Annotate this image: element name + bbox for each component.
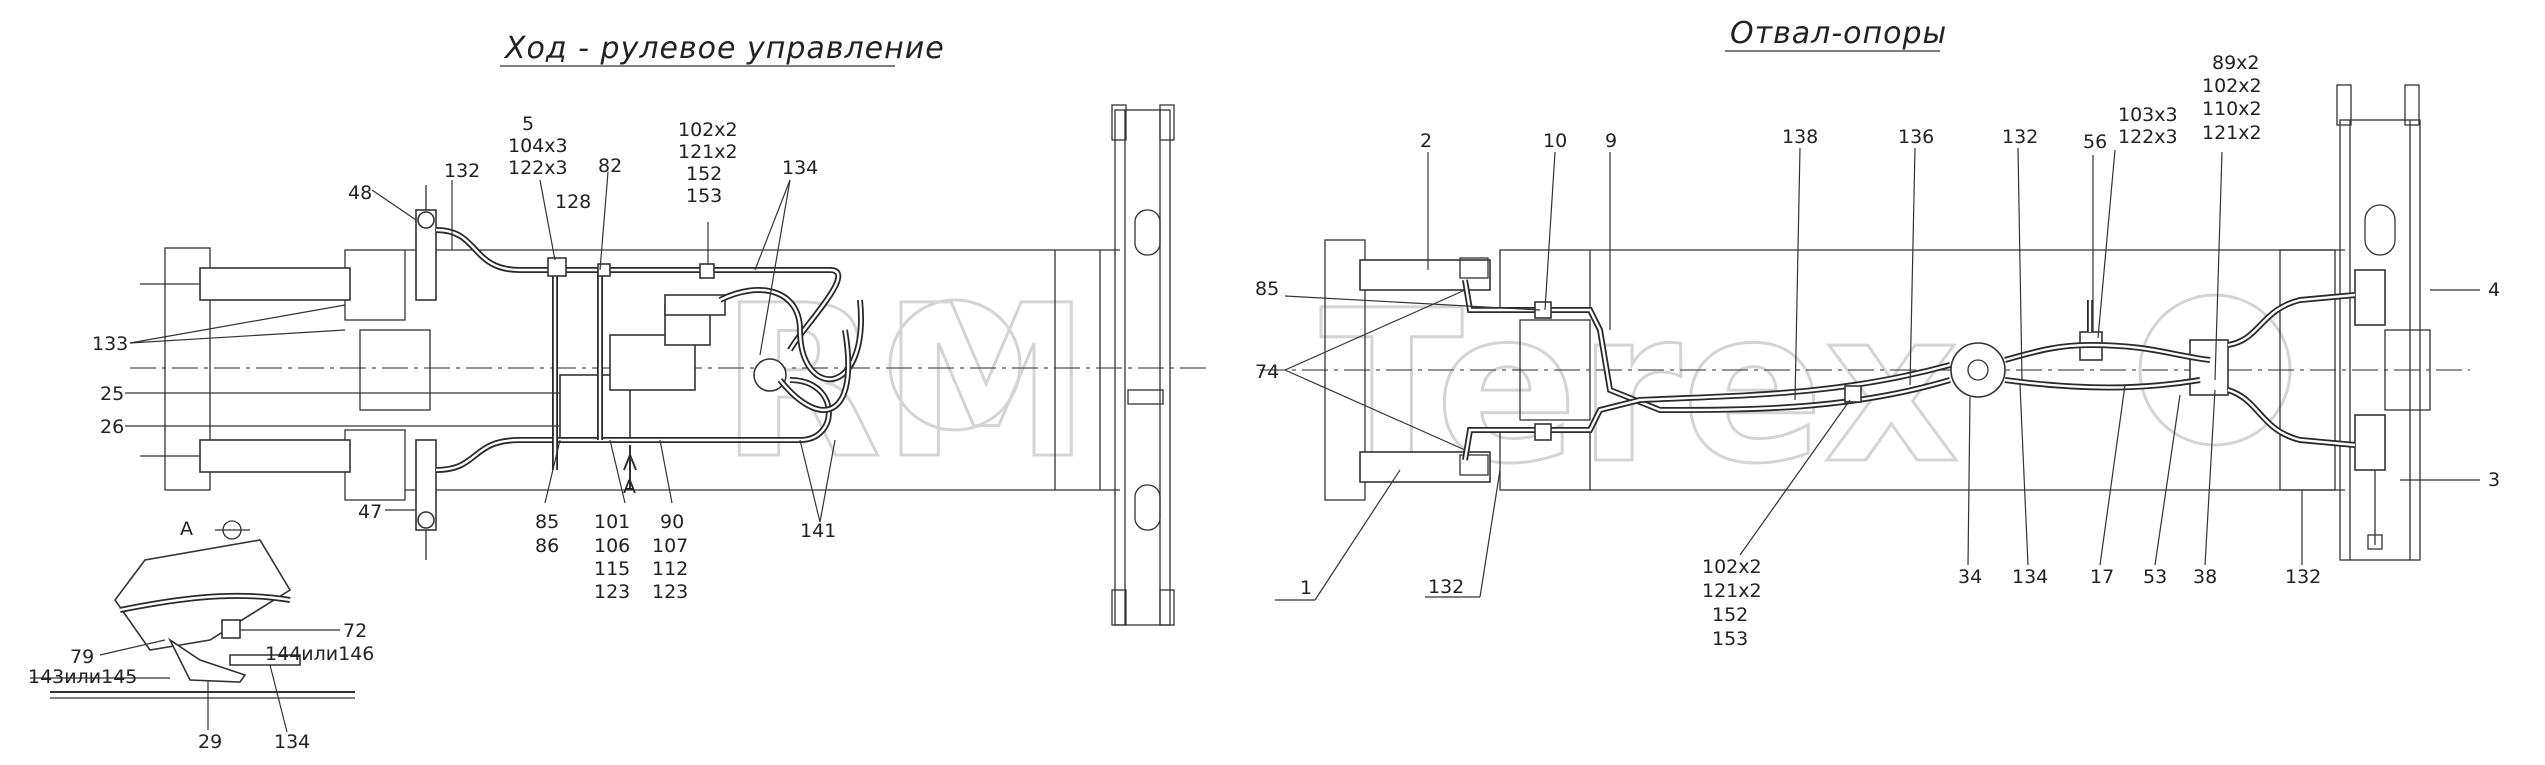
left-leaders <box>125 171 836 523</box>
label-107: 107 <box>652 535 688 557</box>
label-4: 4 <box>2488 279 2500 301</box>
label-132-bottom-right: 132 <box>2285 566 2321 588</box>
detail-view-a: A 72 144или146 79 143или145 29 134 <box>28 518 374 753</box>
label-104x3: 104х3 <box>508 135 568 157</box>
label-47: 47 <box>358 501 382 523</box>
label-106: 106 <box>594 535 630 557</box>
label-29: 29 <box>198 731 222 753</box>
label-9: 9 <box>1605 130 1617 152</box>
label-122x3: 122х3 <box>508 157 568 179</box>
label-123-b: 123 <box>652 581 688 603</box>
label-90: 90 <box>660 511 684 533</box>
label-134-right: 134 <box>2012 566 2048 588</box>
right-hoses <box>1462 279 2356 461</box>
label-134-detail: 134 <box>274 731 310 753</box>
label-132: 132 <box>444 160 480 182</box>
label-3: 3 <box>2488 469 2500 491</box>
label-132-top: 132 <box>2002 126 2038 148</box>
label-134: 134 <box>782 157 818 179</box>
label-136: 136 <box>1898 126 1934 148</box>
label-138: 138 <box>1782 126 1818 148</box>
label-56: 56 <box>2083 131 2107 153</box>
right-leaders <box>1275 147 2480 601</box>
label-110x2: 110х2 <box>2202 98 2262 120</box>
label-53: 53 <box>2143 566 2167 588</box>
label-79: 79 <box>70 646 94 668</box>
label-121x2: 121х2 <box>678 141 738 163</box>
label-153: 153 <box>686 185 722 207</box>
label-48: 48 <box>348 182 372 204</box>
label-5: 5 <box>522 113 534 135</box>
label-85: 85 <box>535 511 559 533</box>
label-74: 74 <box>1255 361 1279 383</box>
label-152: 152 <box>686 163 722 185</box>
label-72: 72 <box>343 620 367 642</box>
label-132-bottom-left: 132 <box>1428 576 1464 598</box>
label-141: 141 <box>800 520 836 542</box>
label-2: 2 <box>1420 130 1432 152</box>
right-view-title: Отвал-опоры <box>1730 16 1947 51</box>
label-153-right: 153 <box>1712 628 1748 650</box>
label-26: 26 <box>100 416 124 438</box>
label-122x3: 122х3 <box>2118 126 2178 148</box>
label-123-a: 123 <box>594 581 630 603</box>
label-34: 34 <box>1958 566 1982 588</box>
label-115: 115 <box>594 558 630 580</box>
detail-view-label: A <box>180 518 193 540</box>
label-1: 1 <box>1300 577 1312 599</box>
label-10: 10 <box>1543 130 1567 152</box>
label-152-right: 152 <box>1712 604 1748 626</box>
label-102x2: 102х2 <box>678 119 738 141</box>
left-labels: 48 132 5 104х3 122х3 128 82 102х2 121х2 … <box>92 113 836 603</box>
label-121x2-top: 121х2 <box>2202 122 2262 144</box>
label-128: 128 <box>555 191 591 213</box>
label-101: 101 <box>594 511 630 533</box>
label-112: 112 <box>652 558 688 580</box>
label-144-or-146: 144или146 <box>265 643 374 665</box>
label-38: 38 <box>2193 566 2217 588</box>
label-17: 17 <box>2090 566 2114 588</box>
label-102x2-bottom: 102х2 <box>1702 556 1762 578</box>
label-143-or-145: 143или145 <box>28 666 137 688</box>
label-25: 25 <box>100 383 124 405</box>
label-85-right: 85 <box>1255 278 1279 300</box>
label-82: 82 <box>598 155 622 177</box>
label-view-a-arrow: A <box>623 476 636 498</box>
label-89x2: 89х2 <box>2212 52 2260 74</box>
right-labels: 2 10 9 138 136 132 56 103х3 122х3 89х2 1… <box>1255 52 2500 650</box>
label-102x2-top: 102х2 <box>2202 75 2262 97</box>
label-133: 133 <box>92 333 128 355</box>
left-view-title: Ход - рулевое управление <box>503 31 945 66</box>
label-86: 86 <box>535 535 559 557</box>
label-103x3: 103х3 <box>2118 104 2178 126</box>
label-121x2-bottom: 121х2 <box>1702 580 1762 602</box>
